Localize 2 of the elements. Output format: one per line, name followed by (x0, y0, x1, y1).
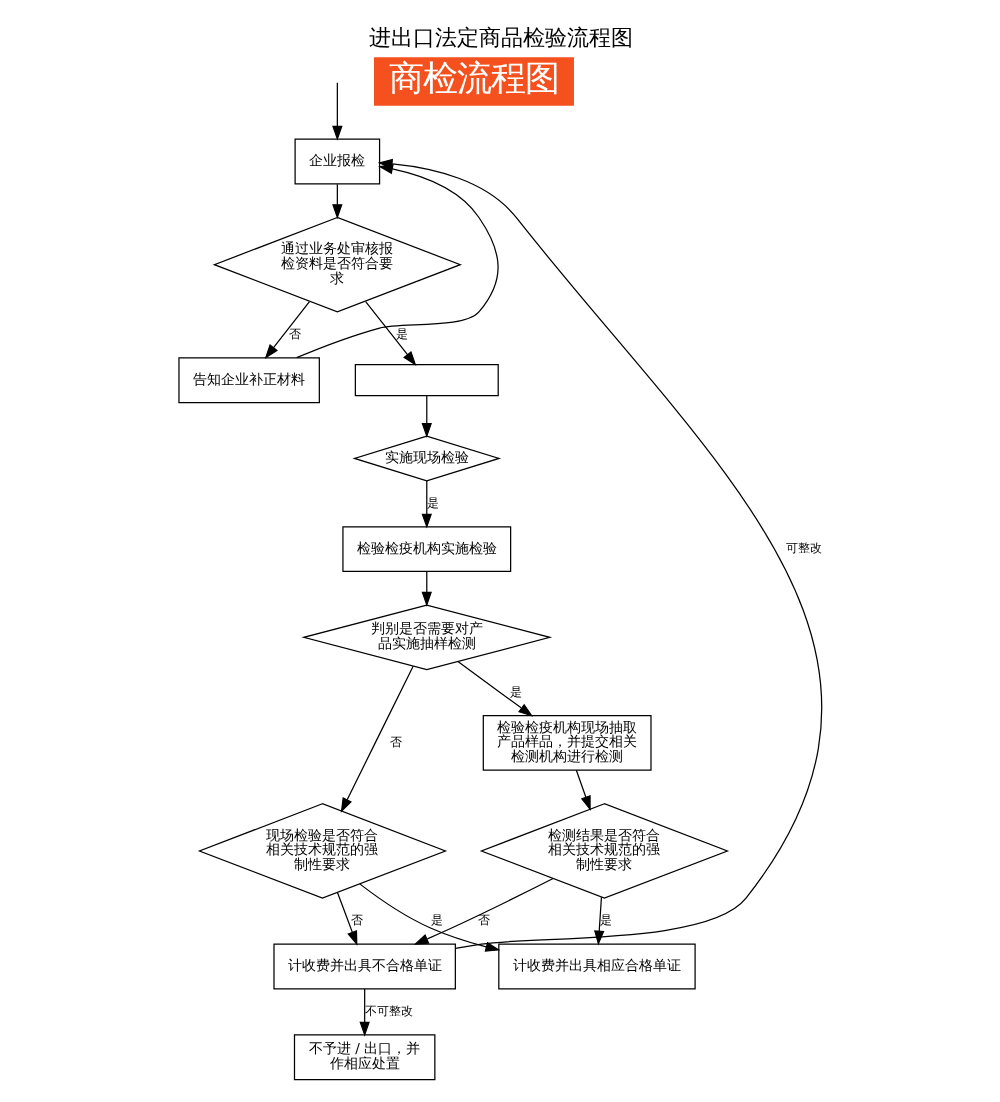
diagram-title: 进出口法定商品检验流程图 (368, 25, 632, 52)
label: 商检流程图 (387, 60, 558, 101)
